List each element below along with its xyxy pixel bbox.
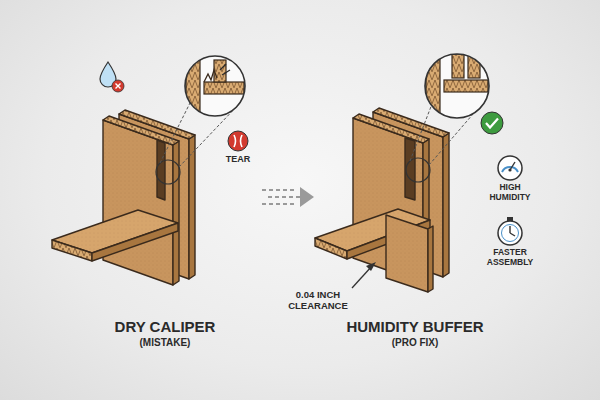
magnifier-dry	[185, 56, 245, 130]
water-drop-icon	[100, 62, 124, 92]
buffered-joint-illustration	[315, 108, 449, 292]
hygrometer-icon	[498, 156, 522, 180]
check-badge	[481, 112, 503, 134]
transition-arrow	[262, 187, 314, 207]
icon-label: FASTER ASSEMBLY	[479, 248, 541, 268]
panel-title: DRY CALIPER	[115, 318, 216, 335]
callout-label: TEAR	[226, 154, 251, 164]
magnifier-buffer	[425, 54, 489, 128]
panel-title: HUMIDITY BUFFER	[346, 318, 483, 335]
panel-subtitle: (PRO FIX)	[392, 337, 439, 349]
stopwatch-icon	[498, 217, 522, 245]
dry-joint-illustration	[52, 110, 195, 285]
tear-icon	[228, 131, 248, 151]
dimension-label: 0.04 INCH CLEARANCE	[282, 290, 354, 312]
icon-label: HIGH HUMIDITY	[479, 183, 541, 203]
panel-subtitle: (MISTAKE)	[140, 337, 191, 349]
clearance-leader	[352, 262, 376, 288]
